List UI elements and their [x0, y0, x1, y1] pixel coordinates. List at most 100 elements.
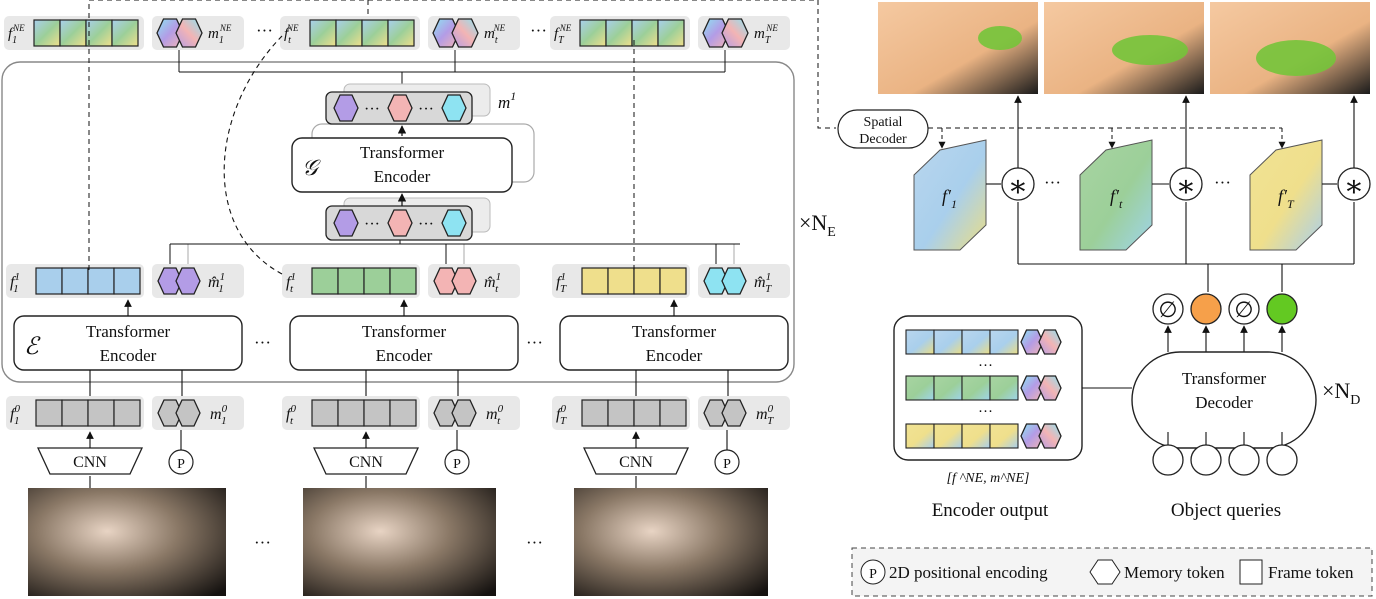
encoder-output-ellipsis: ··· — [978, 404, 993, 420]
encoder-output-cell — [933, 375, 963, 401]
memory-token-0 — [175, 399, 201, 427]
empty-symbol: ∅ — [1234, 297, 1253, 322]
encoder-output-formula: [f ^NE, m^NE] — [947, 471, 1030, 486]
frame-token-1-cell — [659, 267, 687, 295]
m1-label: m1 — [498, 89, 516, 112]
cnn-label: CNN — [619, 454, 653, 471]
memory-token-0 — [721, 399, 747, 427]
encoder-output-cell — [905, 423, 935, 449]
empty-query-output — [1228, 293, 1260, 325]
positional-encoding-letter: P — [723, 457, 731, 472]
encoder-line1: Transformer — [362, 322, 447, 341]
memory-token-top — [451, 18, 479, 48]
column-ellipsis: ··· — [530, 21, 547, 40]
skip-curve — [223, 35, 283, 275]
object-queries-caption: Object queries — [1171, 500, 1281, 521]
frame-token-1-cell — [389, 267, 417, 295]
positional-encoding-letter: P — [453, 457, 461, 472]
encoder-output-cell — [989, 375, 1019, 401]
frame-token-top-cell — [387, 19, 415, 47]
legend-positional-label: 2D positional encoding — [889, 563, 1048, 582]
input-frame-T — [574, 488, 768, 596]
empty-query-output — [1152, 293, 1184, 325]
legend-positional-icon — [860, 559, 886, 585]
decoder-section: Spatial Decoder f′1 f′t f′T ∗∗∗ ··· ··· … — [837, 2, 1373, 597]
spatial-decoder-line2: Decoder — [859, 132, 907, 147]
encoder-output-cell — [933, 329, 963, 355]
frame-token-top-cell — [657, 19, 685, 47]
spatial-decoder-box — [837, 109, 929, 149]
transformer-decoder-line1: Transformer — [1182, 369, 1267, 388]
g-symbol: 𝒢 — [302, 155, 321, 180]
conv-ellipsis-1: ··· — [1044, 173, 1061, 192]
g-ellipsis: ··· — [364, 216, 380, 233]
column-ellipsis: ··· — [256, 21, 273, 40]
encoder-output-ellipsis: ··· — [978, 358, 993, 374]
object-query-output — [1266, 293, 1298, 325]
spatial-decoder-line1: Spatial — [864, 115, 903, 130]
convolution-symbol: ∗ — [1176, 170, 1196, 203]
frame-token-0-cell — [633, 399, 661, 427]
g-memory-token — [387, 209, 413, 237]
frame-token-top-cell — [309, 19, 337, 47]
frame-token-top-cell — [59, 19, 87, 47]
g-encoder-line2: Encoder — [374, 167, 431, 186]
frame-token-top-cell — [605, 19, 633, 47]
encoder-output-caption: Encoder output — [932, 500, 1049, 521]
input-frame-t — [303, 488, 496, 596]
frame-token-1-cell — [113, 267, 141, 295]
memory-token-top — [175, 18, 203, 48]
g-memory-token — [333, 209, 359, 237]
frame-token-0-cell — [659, 399, 687, 427]
frame-token-0-cell — [363, 399, 391, 427]
encoder-line2: Encoder — [100, 346, 157, 365]
object-query-icon — [1152, 444, 1184, 476]
convolution-symbol: ∗ — [1344, 170, 1364, 203]
g-ellipsis: ··· — [364, 101, 380, 118]
frame-token-0-cell — [87, 399, 115, 427]
output-mask-t — [1112, 35, 1188, 65]
input-ellipsis-1: ··· — [254, 533, 271, 552]
empty-symbol: ∅ — [1158, 297, 1177, 322]
frame-token-0-cell — [389, 399, 417, 427]
frame-token-top-cell — [335, 19, 363, 47]
frame-token-1-cell — [581, 267, 609, 295]
encoder-line1: Transformer — [86, 322, 171, 341]
frame-token-1-cell — [311, 267, 339, 295]
feature-map-1 — [913, 139, 987, 251]
frame-token-0-cell — [337, 399, 365, 427]
top-bus: ··· ··· ··· ··· — [170, 21, 740, 352]
g-memory-token — [441, 209, 467, 237]
input-frames: ··· ··· — [28, 488, 768, 596]
dashed-link-1 — [88, 0, 836, 270]
frame-token-top-cell — [111, 19, 139, 47]
input-ellipsis-2: ··· — [526, 533, 543, 552]
output-mask-T — [1256, 40, 1336, 76]
nd-label: ×ND — [1322, 378, 1360, 408]
frame-token-0-cell — [581, 399, 609, 427]
encoder-output-cell — [905, 375, 935, 401]
encoder-symbol: ℰ — [24, 334, 41, 360]
object-query-output — [1190, 293, 1222, 325]
g-memory-token — [387, 94, 413, 122]
frame-token-0-cell — [607, 399, 635, 427]
frame-token-top-cell — [631, 19, 659, 47]
encoder-output-cell — [989, 423, 1019, 449]
encoder-stack-frame — [1, 61, 795, 383]
g-memory-token — [333, 94, 359, 122]
frame-token-0-cell — [311, 399, 339, 427]
frame-token-1-cell — [633, 267, 661, 295]
cnn-label: CNN — [349, 454, 383, 471]
